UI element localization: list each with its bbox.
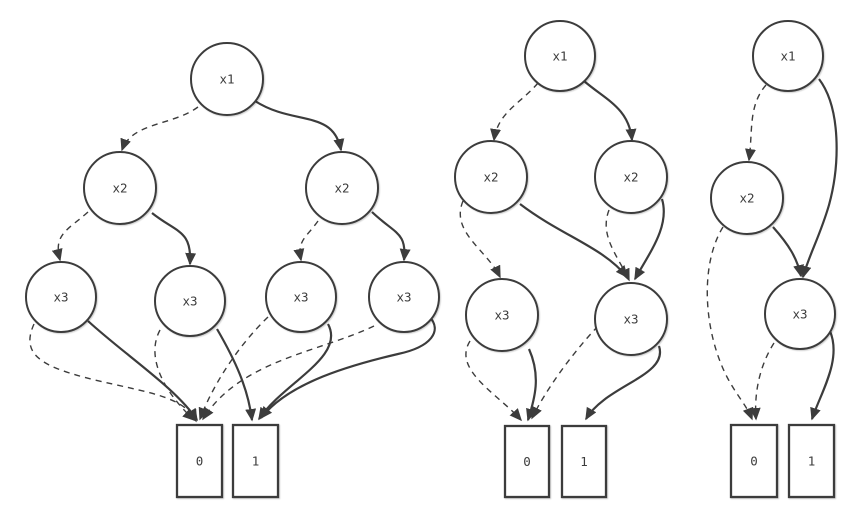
edge-x3c-to-t0-dashed bbox=[198, 316, 269, 421]
edge-x3b-to-t1-solid bbox=[216, 328, 257, 422]
node-label: x3 bbox=[396, 290, 411, 305]
node-label: x1 bbox=[552, 49, 567, 64]
decision-node-circle bbox=[764, 278, 836, 350]
edge-x1-to-x2a-dashed bbox=[490, 82, 539, 142]
node-merged-subtrees-x3b: x3 bbox=[594, 282, 668, 356]
node-full-decision-tree-x2b: x2 bbox=[305, 151, 379, 225]
decision-node-circle bbox=[190, 42, 264, 116]
node-label: x2 bbox=[112, 181, 127, 196]
edge-x3b-to-t0-dashed bbox=[531, 325, 599, 420]
terminal-node-box bbox=[787, 423, 836, 499]
node-label: 0 bbox=[523, 454, 531, 469]
decision-node-circle bbox=[265, 261, 337, 333]
decision-node-circle bbox=[752, 20, 824, 92]
node-full-decision-tree-x3b: x3 bbox=[154, 265, 226, 337]
decision-node-circle bbox=[454, 140, 528, 214]
node-full-decision-tree-x3a: x3 bbox=[25, 261, 97, 333]
node-label: x3 bbox=[623, 312, 638, 327]
decision-node-circle bbox=[710, 161, 784, 235]
node-reduced-bdd-t0: 0 bbox=[729, 423, 779, 499]
node-label: x2 bbox=[739, 191, 754, 206]
node-label: 1 bbox=[252, 454, 260, 469]
node-full-decision-tree-t0: 0 bbox=[175, 423, 224, 499]
node-merged-subtrees-x2b: x2 bbox=[594, 140, 668, 214]
node-full-decision-tree-x1: x1 bbox=[190, 42, 264, 116]
edge-x2a-to-x3b-solid bbox=[519, 203, 628, 279]
edge-x1-to-x2b-solid bbox=[583, 80, 637, 142]
edge-x3a-to-t0-dashed bbox=[465, 340, 522, 422]
edge-x3-to-t0-dashed bbox=[749, 342, 775, 421]
node-full-decision-tree-x2a: x2 bbox=[83, 151, 157, 225]
edge-x3-to-t1-solid bbox=[810, 330, 835, 421]
edge-x2-to-t0-dashed bbox=[706, 226, 754, 421]
edge-x3c-to-t1-solid bbox=[258, 323, 333, 421]
edge-x1-to-x2b-solid bbox=[254, 100, 345, 152]
node-label: x2 bbox=[334, 181, 349, 196]
node-label: x1 bbox=[780, 49, 795, 64]
edge-x2a-to-x3b-solid bbox=[151, 212, 197, 266]
node-merged-subtrees-x3a: x3 bbox=[465, 278, 539, 352]
edge-x3d-to-t1-solid bbox=[260, 315, 436, 420]
edge-x1-to-x3-solid bbox=[800, 78, 838, 279]
diagram-merged-subtrees: x1 x2 x2 x3 x3 0 1 bbox=[454, 20, 668, 499]
decision-node-circle bbox=[465, 278, 539, 352]
decision-node-circle bbox=[368, 261, 440, 333]
node-label: x3 bbox=[182, 294, 197, 309]
terminal-node-box bbox=[729, 423, 779, 499]
diagram-full-decision-tree: x1 x2 x2 x3 x3 x3 x3 0 1 bbox=[25, 42, 440, 499]
node-full-decision-tree-x3d: x3 bbox=[368, 261, 440, 333]
node-label: 0 bbox=[196, 454, 204, 469]
edge-x2a-to-x3a-dashed bbox=[51, 211, 89, 262]
edge-x3b-to-t1-solid bbox=[585, 345, 662, 421]
node-label: 1 bbox=[808, 454, 816, 469]
terminal-node-box bbox=[560, 424, 608, 499]
node-merged-subtrees-x2a: x2 bbox=[454, 140, 528, 214]
node-reduced-bdd-x3: x3 bbox=[764, 278, 836, 350]
node-merged-subtrees-x1: x1 bbox=[524, 20, 596, 92]
edge-x2b-to-x3b-solid bbox=[634, 198, 665, 281]
terminal-node-box bbox=[175, 423, 224, 499]
edge-x1-to-x2a-dashed bbox=[120, 106, 199, 152]
node-merged-subtrees-t0: 0 bbox=[503, 424, 551, 499]
decision-node-circle bbox=[594, 282, 668, 356]
node-reduced-bdd-t1: 1 bbox=[787, 423, 836, 499]
edge-x2a-to-x3a-dashed bbox=[459, 200, 501, 279]
node-label: x1 bbox=[219, 72, 234, 87]
node-label: x2 bbox=[623, 170, 638, 185]
node-reduced-bdd-x1: x1 bbox=[752, 20, 824, 92]
decision-node-circle bbox=[524, 20, 596, 92]
edge-x2b-to-x3d-solid bbox=[371, 211, 411, 262]
edge-x2b-to-x3b-dashed bbox=[605, 209, 630, 282]
diagram-reduced-bdd: x1 x2 x3 0 1 bbox=[706, 20, 838, 499]
node-label: x2 bbox=[483, 170, 498, 185]
edge-x3a-to-t0-solid bbox=[526, 348, 537, 422]
decision-node-circle bbox=[594, 140, 668, 214]
terminal-node-box bbox=[503, 424, 551, 499]
edge-x3b-to-t0-dashed bbox=[154, 329, 196, 422]
node-label: x3 bbox=[494, 308, 509, 323]
decision-node-circle bbox=[25, 261, 97, 333]
node-full-decision-tree-t1: 1 bbox=[231, 423, 280, 499]
decision-node-circle bbox=[154, 265, 226, 337]
node-label: 0 bbox=[750, 454, 758, 469]
edge-x3d-to-t0-dashed bbox=[202, 325, 375, 421]
edge-x2-to-x3-solid bbox=[772, 226, 804, 278]
edge-x1-to-x2-dashed bbox=[745, 84, 767, 162]
node-label: x3 bbox=[53, 290, 68, 305]
edge-x3a-to-t0-dashed bbox=[29, 323, 197, 423]
terminal-node-box bbox=[231, 423, 280, 499]
node-merged-subtrees-t1: 1 bbox=[560, 424, 608, 499]
node-full-decision-tree-x3c: x3 bbox=[265, 261, 337, 333]
node-label: x3 bbox=[792, 307, 807, 322]
node-label: 1 bbox=[580, 454, 588, 469]
node-reduced-bdd-x2: x2 bbox=[710, 161, 784, 235]
node-label: x3 bbox=[293, 290, 308, 305]
decision-node-circle bbox=[83, 151, 157, 225]
decision-node-circle bbox=[305, 151, 379, 225]
edge-x2b-to-x3c-dashed bbox=[293, 220, 319, 262]
